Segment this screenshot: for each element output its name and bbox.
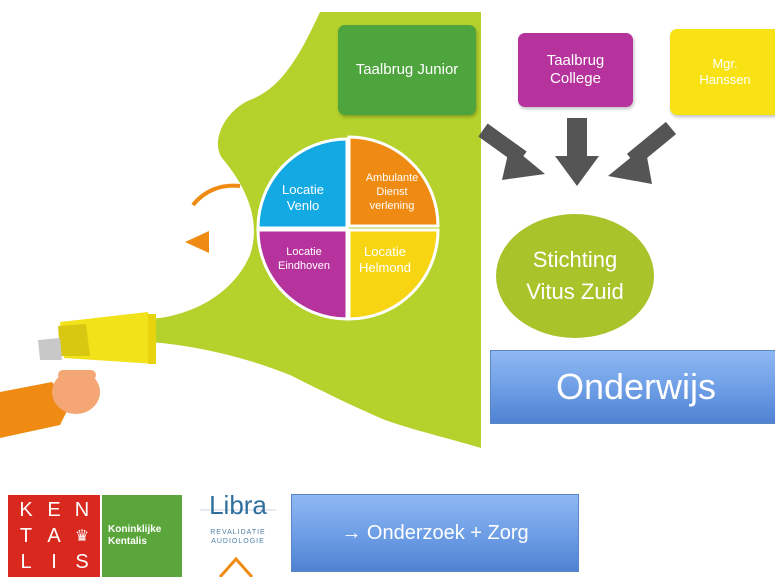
orange-triangle-icon bbox=[185, 231, 209, 253]
kentalis-logo: K E N T A ♛ L I S Koninklijke Kentalis bbox=[8, 495, 182, 577]
quadrant-label-venlo: Locatie Venlo bbox=[282, 182, 324, 214]
kentalis-letter: E bbox=[47, 498, 61, 521]
kentalis-name-line1: Koninklijke bbox=[108, 523, 162, 535]
onderwijs-banner: Onderwijs bbox=[490, 350, 775, 424]
onderzoek-zorg-banner: → Onderzoek + Zorg bbox=[291, 494, 579, 572]
arrow-down-icon bbox=[555, 118, 599, 186]
quadrant-label-helmond: Locatie Helmond bbox=[358, 244, 412, 276]
quadrant-label-eindhoven: Locatie Eindhoven bbox=[278, 246, 330, 272]
quadrant-helmond bbox=[347, 228, 440, 321]
kentalis-name-line2: Kentalis bbox=[108, 536, 147, 547]
stichting-vitus-zuid-circle: Stichting Vitus Zuid bbox=[496, 214, 654, 338]
arrow-left-icon bbox=[478, 123, 545, 180]
kentalis-letter: S bbox=[75, 550, 89, 573]
kentalis-name-block: Koninklijke Kentalis bbox=[102, 495, 182, 577]
orange-arc-icon bbox=[191, 183, 241, 207]
quadrant-ambulante bbox=[347, 135, 440, 228]
mgr-hanssen-label: Mgr. Hanssen bbox=[699, 56, 751, 87]
onderwijs-label: Onderwijs bbox=[555, 366, 717, 407]
kentalis-letter: N bbox=[74, 498, 90, 521]
libra-name: Libra bbox=[209, 490, 267, 520]
taalbrug-junior-label: Taalbrug Junior bbox=[355, 61, 459, 78]
libra-swoosh-icon bbox=[218, 556, 254, 577]
taalbrug-junior-box: Taalbrug Junior bbox=[338, 25, 476, 115]
libra-logo: Libra REVALIDATIE AUDIOLOGIE bbox=[198, 490, 278, 577]
crown-icon: ♛ bbox=[74, 528, 90, 545]
arrow-right-icon bbox=[608, 121, 677, 184]
quadrant-label-ambulante: Ambulante Dienst verlening bbox=[365, 172, 419, 212]
megaphone-icon bbox=[38, 312, 156, 364]
kentalis-letter-grid: K E N T A ♛ L I S bbox=[8, 495, 100, 577]
mgr-hanssen-box: Mgr. Hanssen bbox=[670, 29, 775, 115]
libra-sub-line2: AUDIOLOGIE bbox=[211, 538, 265, 546]
kentalis-letter: A bbox=[47, 524, 61, 547]
taalbrug-college-box: Taalbrug College bbox=[518, 33, 633, 107]
kentalis-letter: L bbox=[20, 550, 32, 573]
locations-circle bbox=[256, 135, 440, 321]
taalbrug-college-label: Taalbrug College bbox=[546, 52, 605, 87]
kentalis-letter: K bbox=[19, 498, 33, 521]
libra-sub-line1: REVALIDATIE bbox=[210, 529, 266, 536]
quadrant-venlo bbox=[256, 137, 349, 230]
kentalis-letter: I bbox=[51, 550, 57, 573]
kentalis-letter: T bbox=[19, 524, 33, 547]
hand-icon bbox=[0, 370, 100, 438]
stichting-label: Stichting Vitus Zuid bbox=[526, 247, 624, 304]
quadrant-eindhoven bbox=[256, 228, 349, 321]
onderzoek-zorg-label: → Onderzoek + Zorg bbox=[341, 521, 529, 544]
